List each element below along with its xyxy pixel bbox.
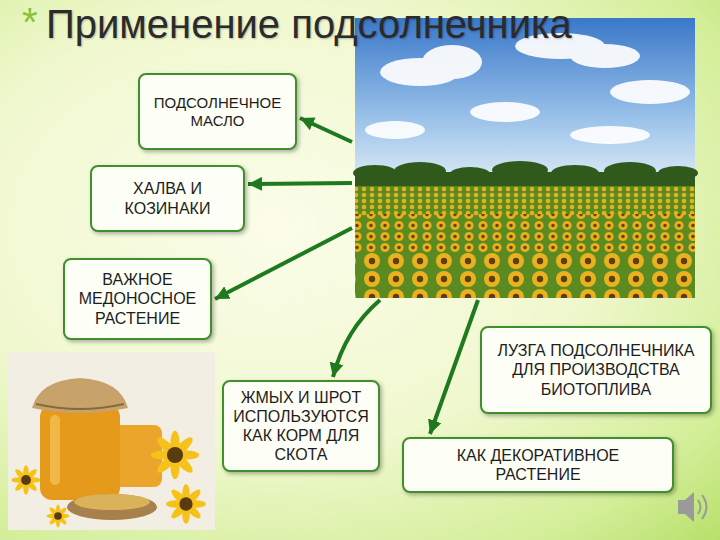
box-text: ПОДСОЛНЕЧНОЕ МАСЛО xyxy=(148,94,287,130)
use-box: КАК ДЕКОРАТИВНОЕ РАСТЕНИЕ xyxy=(402,437,674,493)
box-text: ВАЖНОЕ МЕДОНОСНОЕ РАСТЕНИЕ xyxy=(73,270,202,328)
speaker-icon xyxy=(678,492,707,522)
title-bullet: * xyxy=(22,0,38,46)
use-box: ЛУЗГА ПОДСОЛНЕЧНИКА ДЛЯ ПРОИЗВОДСТВА БИО… xyxy=(480,326,712,414)
use-box: ВАЖНОЕ МЕДОНОСНОЕ РАСТЕНИЕ xyxy=(63,258,212,340)
use-box: ПОДСОЛНЕЧНОЕ МАСЛО xyxy=(138,73,297,150)
honey-photo xyxy=(8,352,215,530)
box-text: ХАЛВА И КОЗИНАКИ xyxy=(100,179,235,217)
sunflower-field-photo xyxy=(353,18,698,298)
use-box: ЖМЫХ И ШРОТ ИСПОЛЬЗУЮТСЯ КАК КОРМ ДЛЯ СК… xyxy=(222,380,380,473)
use-box: ХАЛВА И КОЗИНАКИ xyxy=(90,165,245,232)
box-text: ЛУЗГА ПОДСОЛНЕЧНИКА ДЛЯ ПРОИЗВОДСТВА БИО… xyxy=(490,341,702,399)
slide-title: Применение подсолнечника xyxy=(46,0,572,48)
box-text: КАК ДЕКОРАТИВНОЕ РАСТЕНИЕ xyxy=(412,446,664,484)
box-text: ЖМЫХ И ШРОТ ИСПОЛЬЗУЮТСЯ КАК КОРМ ДЛЯ СК… xyxy=(232,388,370,465)
